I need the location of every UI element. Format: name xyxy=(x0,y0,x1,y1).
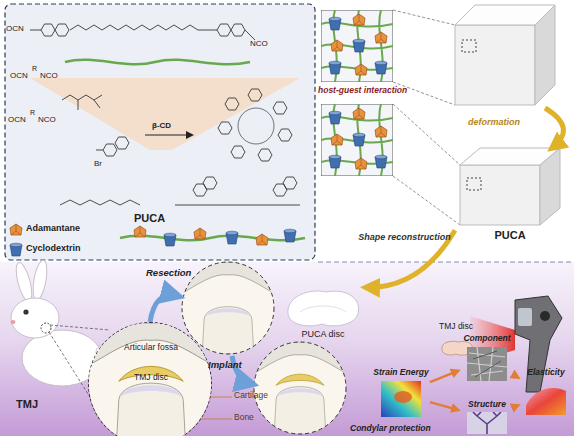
legend-text: Cyclodextrin xyxy=(26,244,81,254)
part-label: NCO xyxy=(40,72,58,81)
part-label: β-CD xyxy=(152,122,171,131)
flow-arrow xyxy=(516,376,518,377)
part-label: NCO xyxy=(38,116,56,125)
node-box: Elasticity xyxy=(518,368,574,420)
node-image xyxy=(467,347,507,381)
part-label: Bone xyxy=(234,413,254,422)
part-label: TMJ xyxy=(16,398,38,410)
node-label: Articular fossa xyxy=(89,343,212,352)
flow-arrow xyxy=(516,404,518,407)
part-label: R xyxy=(30,109,35,117)
part-label: R xyxy=(32,65,37,73)
part-label: Cartilage xyxy=(234,391,268,400)
node-image xyxy=(280,284,366,332)
node-label: Strain Energy xyxy=(372,368,430,377)
part-label: OCN xyxy=(6,25,24,34)
part-label: deformation xyxy=(468,118,520,128)
node-image xyxy=(526,381,566,417)
node-box: Component xyxy=(458,334,516,384)
node-label: PUCA disc xyxy=(280,330,366,340)
node-label: Structure xyxy=(458,400,516,409)
node-box: PUCA disc xyxy=(280,284,366,346)
node-label: Component xyxy=(458,334,516,343)
node-box: Strain Energy xyxy=(372,368,430,420)
node-image xyxy=(467,412,507,434)
part-label: OCN xyxy=(8,116,26,125)
edge-label: Shape reconstruction xyxy=(358,233,451,243)
legend-icon xyxy=(8,222,24,238)
node-label: TMJ disc xyxy=(89,373,212,382)
joint-circle: Articular fossaTMJ disc xyxy=(88,322,212,436)
node-box: Structure xyxy=(458,400,516,436)
legend-text: Adamantane xyxy=(26,224,80,234)
part-label: Condylar protection xyxy=(350,424,431,433)
part-label: host-guest interaction xyxy=(318,86,407,95)
node-label: PUCA xyxy=(455,229,565,241)
part-label: Implant xyxy=(208,360,242,370)
node-image xyxy=(381,381,421,417)
part-label: OCN xyxy=(10,72,28,81)
part-label: NCO xyxy=(250,40,268,49)
part-label: PUCA xyxy=(134,212,165,224)
flow-arrow xyxy=(430,402,458,410)
part-label: Br xyxy=(94,160,102,169)
node-label: TMJ disc xyxy=(428,322,484,331)
part-label: Resection xyxy=(146,268,191,278)
flow-arrow xyxy=(430,371,458,382)
node-label: Elasticity xyxy=(518,368,574,377)
node-box: PUCA xyxy=(455,145,565,245)
legend-icon xyxy=(8,242,24,258)
